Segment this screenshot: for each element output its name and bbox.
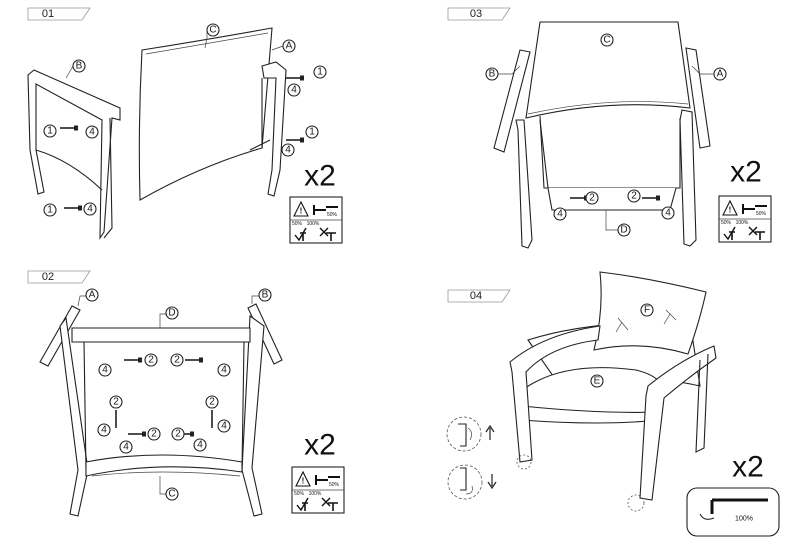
- callout-4-c: 4: [101, 425, 107, 436]
- callout-2-e: 2: [151, 429, 157, 440]
- callout-2-b: 2: [174, 355, 180, 366]
- callout-4-upper-right: 4: [291, 85, 297, 96]
- back-panel-c: [138, 27, 273, 201]
- callout-2-c: 2: [113, 397, 119, 408]
- label-part-f: F: [644, 305, 650, 316]
- step-03-quantity: x2: [730, 156, 762, 189]
- arrow-up-icon: [485, 424, 495, 440]
- step-02-panel: 02 2 2 4 4 2 2 4 4 2 2 4 4 A: [27, 270, 345, 517]
- step-03-number: 03: [470, 8, 482, 20]
- warning-box-step-01: [289, 196, 343, 244]
- callout-4-left: 4: [557, 209, 563, 220]
- arm-right-b: [247, 303, 283, 365]
- seat-cushion-e: [519, 367, 663, 413]
- step-02-number: 02: [42, 271, 54, 283]
- callout-4-a: 4: [102, 365, 108, 376]
- hex-key-icon: [710, 498, 768, 514]
- step-04-tab: [447, 289, 511, 303]
- callout-4-upper-left: 4: [89, 127, 95, 138]
- label-part-a: A: [89, 290, 96, 301]
- callout-1-upper-right: 1: [317, 67, 323, 78]
- step-03-tab: [447, 7, 511, 21]
- label-part-e: E: [594, 376, 601, 387]
- step-02-quantity: x2: [304, 429, 336, 462]
- step-03-panel: 03 2 2 4 4 C B A D x2: [447, 7, 772, 249]
- label-part-b: B: [262, 290, 269, 301]
- callout-1-lower-left: 1: [47, 205, 53, 216]
- label-part-d: D: [620, 225, 627, 236]
- front-rail-d: [71, 327, 251, 343]
- front-rail-d: [547, 187, 677, 211]
- chair-arm-left: [509, 325, 601, 463]
- step-01-quantity: x2: [304, 160, 336, 193]
- hex-key-percent: 100%: [735, 516, 753, 523]
- callout-2-left: 2: [589, 193, 595, 204]
- foot-glide-icon: [516, 454, 532, 470]
- bottom-rail-c: [85, 454, 243, 477]
- foot-glide-icon: [627, 494, 645, 512]
- callout-4-lower-right: 4: [285, 145, 291, 156]
- callout-1-lower-right: 1: [309, 127, 315, 138]
- callout-2-d: 2: [209, 397, 215, 408]
- label-part-d: D: [168, 308, 175, 319]
- callout-2-a: 2: [148, 355, 154, 366]
- step-01-panel: 01 1 4 1 4 1 4 1 4 C A B x2: [27, 7, 343, 244]
- warning-box-step-03: [718, 195, 772, 243]
- side-frame-a: [261, 61, 287, 197]
- warning-box-step-02: [291, 466, 345, 514]
- callout-1-upper-left: 1: [47, 126, 53, 137]
- callout-4-right: 4: [665, 208, 671, 219]
- side-frame-b: [27, 69, 121, 240]
- step-04-quantity: x2: [732, 451, 764, 484]
- step-04-number: 04: [470, 290, 482, 302]
- label-part-a: A: [286, 41, 293, 52]
- label-part-b: B: [489, 69, 496, 80]
- callout-4-d: 4: [221, 421, 227, 432]
- label-part-c: C: [209, 25, 216, 36]
- callout-2-right: 2: [631, 191, 637, 202]
- side-frame-a: [685, 47, 711, 149]
- label-part-c: C: [603, 35, 610, 46]
- step-01-tab: [27, 7, 91, 21]
- label-part-a: A: [717, 69, 724, 80]
- glide-detail-remove: [446, 416, 482, 452]
- arrow-down-icon: [487, 474, 497, 490]
- callout-4-e: 4: [123, 442, 129, 453]
- label-part-c: C: [168, 489, 175, 500]
- callout-4-b: 4: [221, 365, 227, 376]
- back-panel-c: [525, 21, 691, 119]
- glide-detail-install: [447, 464, 483, 500]
- callout-4-f: 4: [197, 440, 203, 451]
- callout-4-lower-left: 4: [87, 204, 93, 215]
- step-01-number: 01: [42, 8, 54, 20]
- step-04-panel: 04 F E x2 100%: [446, 271, 780, 537]
- side-frame-b: [493, 49, 531, 153]
- callout-2-f: 2: [175, 429, 181, 440]
- chair-arm-right: [639, 345, 717, 501]
- hex-key-box: [686, 487, 780, 537]
- step-02-tab: [27, 270, 91, 284]
- label-part-b: B: [76, 61, 83, 72]
